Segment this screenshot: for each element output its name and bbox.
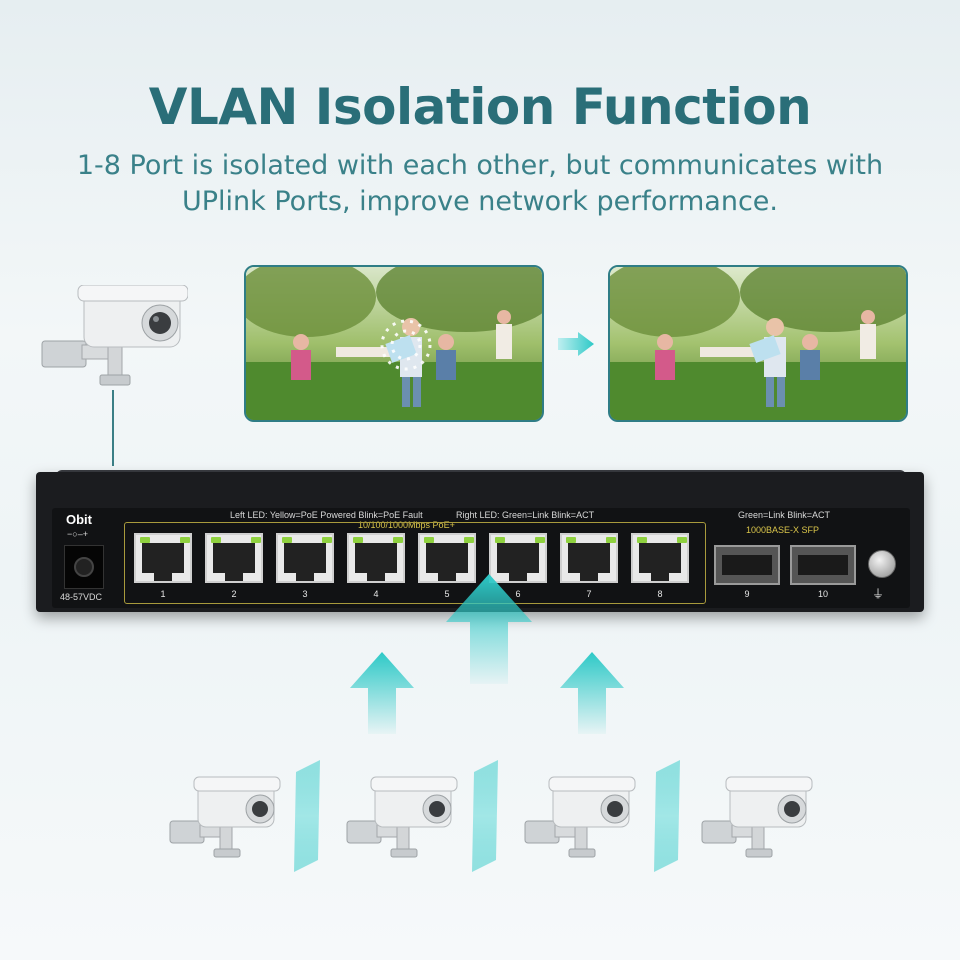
port-label: 6	[515, 589, 521, 599]
up-arrow-icon	[560, 652, 624, 734]
up-arrow-icon	[350, 652, 414, 734]
sfp-led-legend: Green=Link Blink=ACT	[738, 510, 831, 520]
poe-speed-label: 10/100/1000Mbps PoE+	[358, 520, 455, 530]
ethernet-port-5[interactable]	[418, 533, 476, 583]
port-label: 8	[657, 589, 663, 599]
up-arrow-icon	[446, 574, 532, 684]
port-label: 10	[817, 589, 828, 599]
cctv-camera-icon	[169, 776, 281, 858]
port-label: 1	[160, 589, 166, 599]
left-led-legend: Left LED: Yellow=PoE Powered Blink=PoE F…	[230, 510, 423, 520]
right-led-legend: Right LED: Green=Link Blink=ACT	[456, 510, 595, 520]
camera-feed-after	[608, 265, 908, 422]
brand-logo: Obit	[66, 512, 92, 527]
port-label: 3	[302, 589, 308, 599]
power-polarity: −○–+	[67, 529, 88, 539]
camera-feed-before	[244, 265, 544, 422]
port-label: 2	[231, 589, 237, 599]
ethernet-port-3[interactable]	[276, 533, 334, 583]
sfp-port-9[interactable]	[714, 545, 780, 585]
camera-cable	[112, 390, 114, 466]
ethernet-port-4[interactable]	[347, 533, 405, 583]
right-chevron-icon	[558, 332, 594, 356]
isolation-barrier	[294, 760, 320, 872]
page-title: VLAN Isolation Function	[148, 78, 812, 136]
cctv-camera-icon	[524, 776, 636, 858]
ethernet-port-6[interactable]	[489, 533, 547, 583]
cctv-camera-icon	[346, 776, 458, 858]
ground-icon: ⏚	[872, 587, 885, 601]
port-label: 5	[444, 589, 450, 599]
port-label: 9	[744, 589, 750, 599]
power-label: 48-57VDC	[60, 592, 103, 602]
page-subtitle: 1-8 Port is isolated with each other, bu…	[76, 150, 884, 217]
isolation-barrier	[654, 760, 680, 872]
poe-port-group	[124, 522, 706, 604]
cctv-camera-icon	[41, 285, 188, 386]
ethernet-port-8[interactable]	[631, 533, 689, 583]
power-jack[interactable]	[64, 545, 104, 589]
ethernet-port-1[interactable]	[134, 533, 192, 583]
sfp-port-10[interactable]	[790, 545, 856, 585]
sfp-label: 1000BASE-X SFP	[746, 525, 820, 535]
ethernet-port-2[interactable]	[205, 533, 263, 583]
ethernet-port-7[interactable]	[560, 533, 618, 583]
port-label: 7	[586, 589, 592, 599]
cctv-camera-icon	[701, 776, 813, 858]
port-label: 4	[373, 589, 379, 599]
ground-screw	[868, 550, 896, 578]
isolation-barrier	[472, 760, 498, 872]
